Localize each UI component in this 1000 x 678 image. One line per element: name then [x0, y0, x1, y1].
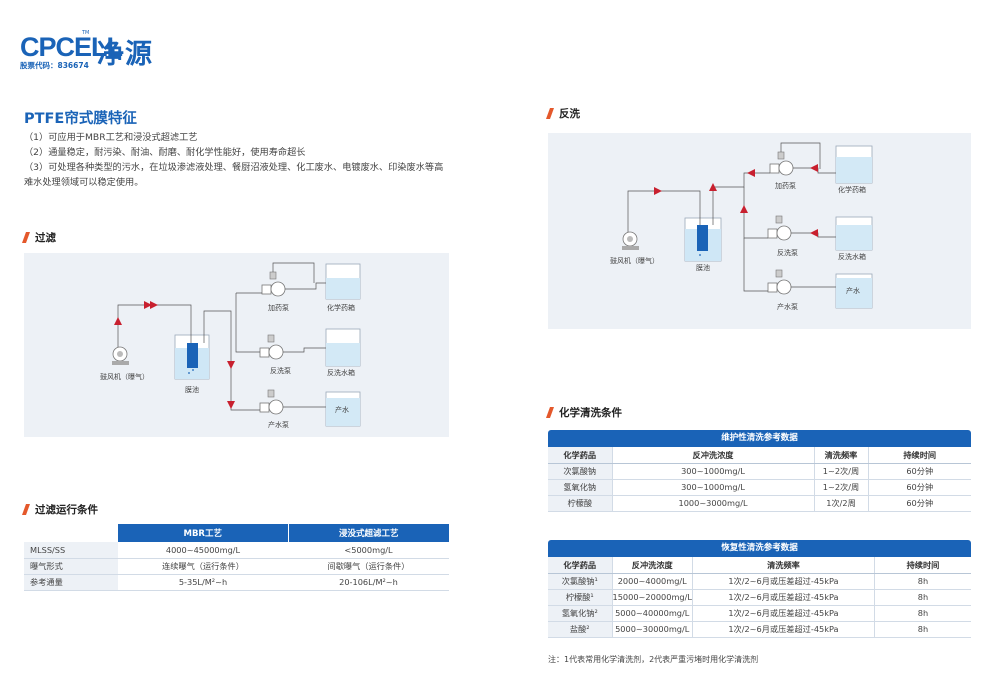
table-header-empty: [24, 524, 118, 542]
section-marker: [21, 504, 31, 515]
label-tank: 膜池: [185, 385, 199, 394]
backwash-pump-icon: [767, 215, 792, 241]
pipe-network: [627, 142, 836, 292]
section-title-backwash: 反洗: [545, 106, 580, 121]
feature-line-1: （1）可应用于MBR工艺和浸没式超滤工艺: [24, 132, 198, 143]
table-row: 氢氧化钠 300~1000mg/L 1~2次/周 60分钟: [548, 479, 971, 496]
membrane-tank: [684, 217, 722, 262]
table-row: 柠檬酸 1000~3000mg/L 1次/2周 60分钟: [548, 495, 971, 512]
label-product-pump: 产水泵: [777, 302, 798, 311]
table-header-row: 化学药品 反冲洗浓度 清洗频率 持续时间: [548, 557, 971, 574]
table-header: MBR工艺: [118, 524, 288, 542]
dosing-pump-icon: [261, 271, 286, 297]
backwash-pump-icon: [259, 334, 284, 360]
label-backwash-tank: 反洗水箱: [327, 368, 355, 377]
table-row: 柠檬酸¹ 15000~20000mg/L 1次/2~6月或压差超过-45kPa …: [548, 589, 971, 606]
table-row: 次氯酸钠¹ 2000~4000mg/L 1次/2~6月或压差超过-45kPa 8…: [548, 573, 971, 590]
chem-tank: [325, 263, 361, 300]
section-marker: [545, 108, 555, 119]
flow-arrows: [654, 164, 818, 237]
logo-trademark: TM: [82, 30, 90, 36]
logo-wordmark: CPCELL: [20, 32, 123, 62]
table-row: MLSS/SS 4000~45000mg/L <5000mg/L: [24, 542, 449, 559]
product-pump-icon: [259, 389, 284, 415]
dosing-pump-icon: [769, 151, 794, 176]
section-marker: [545, 407, 555, 418]
blower-icon: [622, 231, 639, 250]
feature-line-4: 难水处理领域可以稳定使用。: [24, 177, 144, 188]
table-row: 曝气形式 连续曝气（运行条件） 间歇曝气（运行条件）: [24, 558, 449, 575]
pipe-network: [117, 262, 326, 411]
table-header-row: 化学药品 反冲洗浓度 清洗频率 持续时间: [548, 447, 971, 464]
table-row: 参考通量 5-35L/M²~h 20-106L/M²~h: [24, 574, 449, 591]
table-row: 次氯酸钠 300~1000mg/L 1~2次/周 60分钟: [548, 463, 971, 480]
label-blower: 鼓风机（曝气）: [100, 372, 149, 381]
section-marker: [21, 232, 31, 243]
section-title-filtration: 过滤: [21, 230, 56, 245]
feature-line-2: （2）通量稳定，耐污染、耐油、耐磨、耐化学性能好，使用寿命超长: [24, 147, 306, 158]
footnote: 注：1代表常用化学清洗剂，2代表严重污堵时用化学清洗剂: [548, 655, 759, 664]
page-title: PTFE帘式膜特征: [24, 111, 137, 127]
membrane-tank: [174, 334, 210, 380]
label-dosing-pump: 加药泵: [268, 303, 289, 312]
product-tank: [835, 273, 873, 309]
label-chem-tank: 化学药箱: [327, 303, 355, 312]
label-product-water: 产水: [335, 405, 349, 414]
run-conditions-table: MBR工艺 浸没式超滤工艺 MLSS/SS 4000~45000mg/L <50…: [24, 524, 449, 591]
maintenance-cleaning-table: 化学药品 反冲洗浓度 清洗频率 持续时间 次氯酸钠 300~1000mg/L 1…: [548, 447, 971, 512]
maintenance-table-caption: 维护性清洗参考数据: [548, 430, 971, 447]
stock-code: 股票代码：836674: [20, 61, 89, 70]
feature-line-3: （3）可处理各种类型的污水，在垃圾渗滤液处理、餐厨沼液处理、化工废水、电镀废水、…: [24, 162, 444, 173]
label-chem-tank: 化学药箱: [838, 185, 866, 194]
backwash-tank: [835, 216, 873, 251]
chem-tank: [835, 145, 873, 184]
backwash-tank: [325, 328, 361, 367]
brand-name: 净源: [97, 39, 153, 70]
label-backwash-pump: 反洗泵: [777, 248, 798, 257]
label-product-pump: 产水泵: [268, 420, 289, 429]
table-row: 盐酸² 5000~30000mg/L 1次/2~6月或压差超过-45kPa 8h: [548, 621, 971, 638]
label-product-water: 产水: [846, 286, 860, 295]
label-backwash-tank: 反洗水箱: [838, 252, 866, 261]
label-blower: 鼓风机（曝气）: [610, 256, 659, 265]
blower-icon: [112, 346, 129, 365]
label-backwash-pump: 反洗泵: [270, 366, 291, 375]
recovery-table-caption: 恢复性清洗参考数据: [548, 540, 971, 557]
section-title-chem-cleaning: 化学清洗条件: [545, 405, 622, 420]
section-title-run-conditions: 过滤运行条件: [21, 502, 98, 517]
product-pump-icon: [767, 269, 792, 295]
backwash-diagram: 鼓风机（曝气） 膜池 加药泵 化学药箱 反洗泵 反洗水箱 产水泵 产水: [548, 133, 971, 329]
recovery-cleaning-table: 化学药品 反冲洗浓度 清洗频率 持续时间 次氯酸钠¹ 2000~4000mg/L…: [548, 557, 971, 638]
product-tank: [325, 391, 361, 427]
filtration-diagram: 鼓风机（曝气） 膜池 加药泵 化学药箱 反洗泵 反洗水箱 产水泵 产水: [24, 253, 449, 437]
table-row: 氢氧化钠² 5000~40000mg/L 1次/2~6月或压差超过-45kPa …: [548, 605, 971, 622]
label-tank: 膜池: [696, 263, 710, 272]
flow-arrows: [114, 301, 235, 409]
label-dosing-pump: 加药泵: [775, 181, 796, 190]
table-header: 浸没式超滤工艺: [287, 524, 449, 542]
